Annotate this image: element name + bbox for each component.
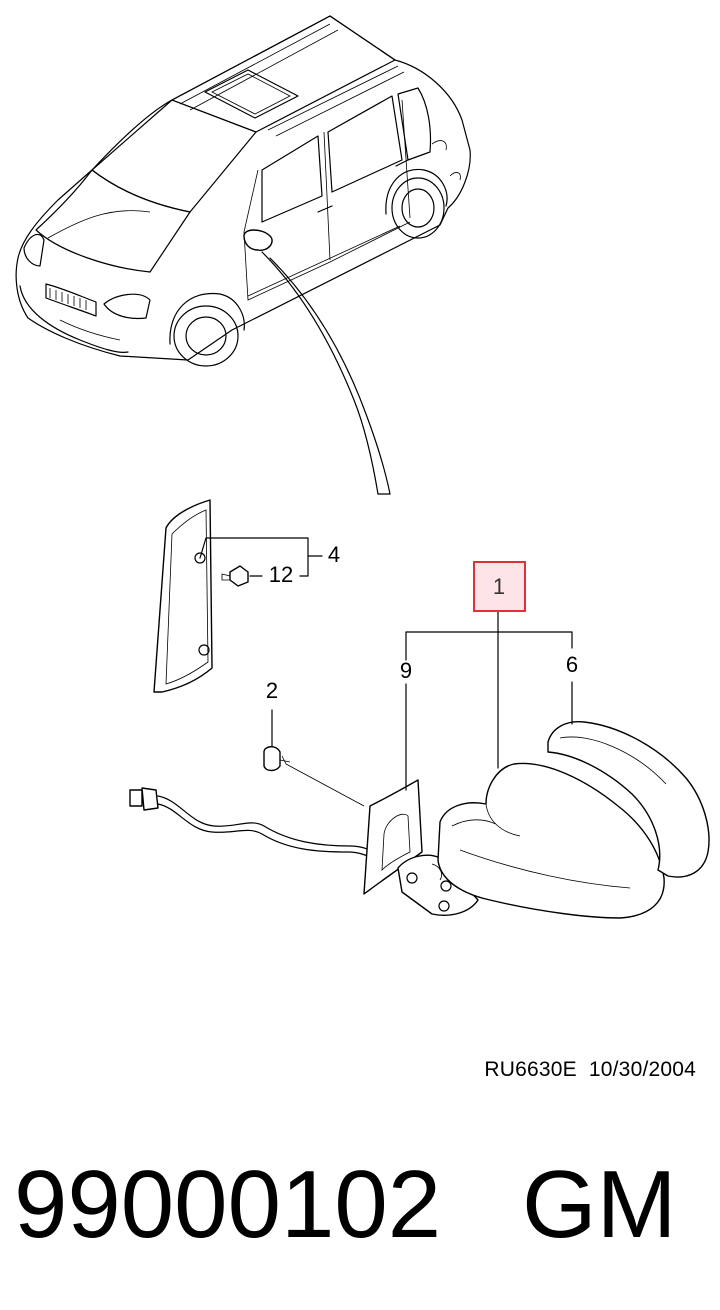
outside-mirror-assembly xyxy=(397,762,665,919)
callout-1-highlight xyxy=(473,561,526,612)
callout-6: 6 xyxy=(566,652,578,677)
brand-name: GM xyxy=(522,1151,677,1258)
callout-4: 4 xyxy=(328,542,340,567)
screw xyxy=(263,709,365,807)
mirror-glass xyxy=(547,721,710,878)
inner-trim-panel xyxy=(153,499,249,693)
callout-2: 2 xyxy=(266,678,278,703)
part-footer: 99000102 GM xyxy=(14,1150,714,1260)
car-illustration xyxy=(15,15,471,495)
callout-1: 1 xyxy=(493,574,505,599)
drawing-code: RU6630E xyxy=(484,1058,577,1081)
callout-9: 9 xyxy=(400,658,412,683)
drawing-reference: RU6630E 10/30/2004 xyxy=(484,1058,696,1082)
drawing-date: 10/30/2004 xyxy=(588,1058,696,1081)
callout-12: 12 xyxy=(269,562,293,587)
mirror-base-gasket xyxy=(363,779,423,895)
cable-connector xyxy=(129,787,381,861)
callout-leaders-1-6-9 xyxy=(405,611,573,791)
callout-leaders-4-12 xyxy=(199,537,323,577)
part-number: 99000102 xyxy=(14,1151,442,1258)
